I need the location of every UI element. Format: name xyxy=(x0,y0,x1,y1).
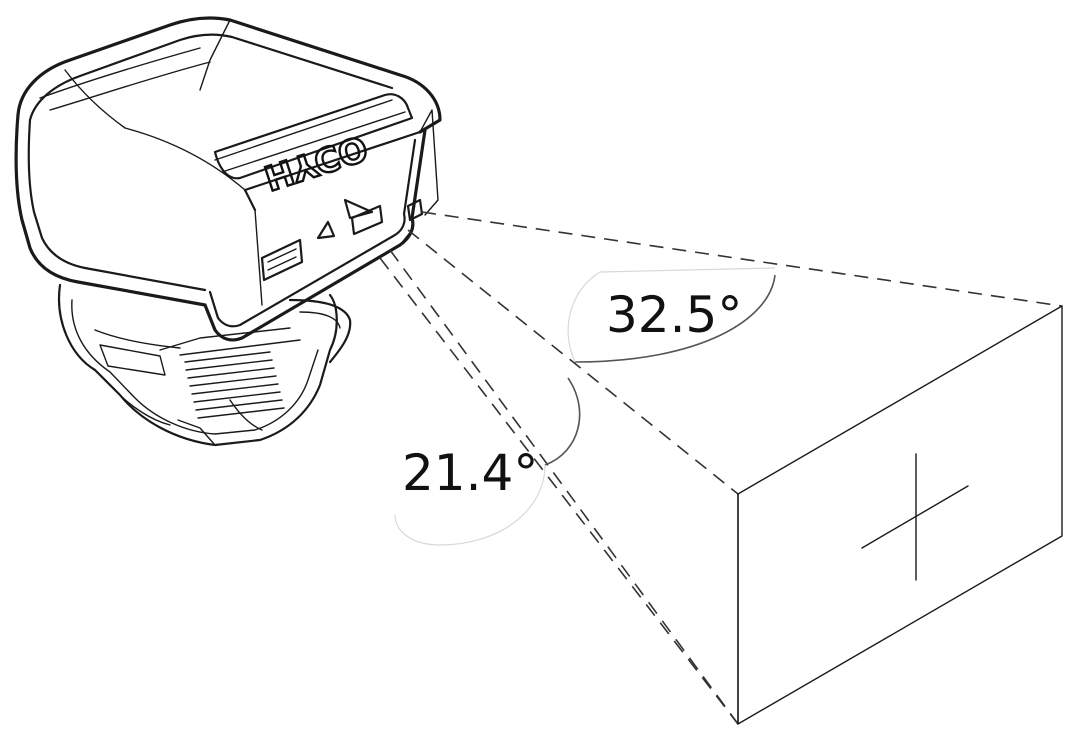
target-volume xyxy=(737,305,1063,725)
target-front-face xyxy=(737,305,1063,725)
crosshair-horizontal xyxy=(861,485,969,549)
beam-top-edge xyxy=(421,211,1063,307)
ring-scanner-device: HYCO xyxy=(14,16,442,447)
beam-lower-edge xyxy=(379,257,739,725)
beam-vertical-edge xyxy=(389,249,739,725)
horizontal-angle-arc xyxy=(574,274,776,363)
finger-strap xyxy=(58,283,352,447)
vertical-angle-indicator: 21.4° xyxy=(394,377,581,546)
horizontal-angle-label: 32.5° xyxy=(606,286,742,344)
strap-ribs xyxy=(184,351,285,419)
field-of-view-beams xyxy=(379,211,1063,725)
horizontal-angle-indicator: 32.5° xyxy=(567,267,776,363)
vertical-angle-arc xyxy=(544,377,581,466)
vertical-angle-label: 21.4° xyxy=(402,444,538,502)
warning-triangle-icon xyxy=(316,220,336,240)
brand-logo: HYCO xyxy=(259,127,372,198)
scanner-body: HYCO xyxy=(14,16,442,342)
side-markings xyxy=(260,198,424,282)
scan-window-icon xyxy=(406,198,424,222)
beam-horizontal-edge xyxy=(407,229,739,495)
